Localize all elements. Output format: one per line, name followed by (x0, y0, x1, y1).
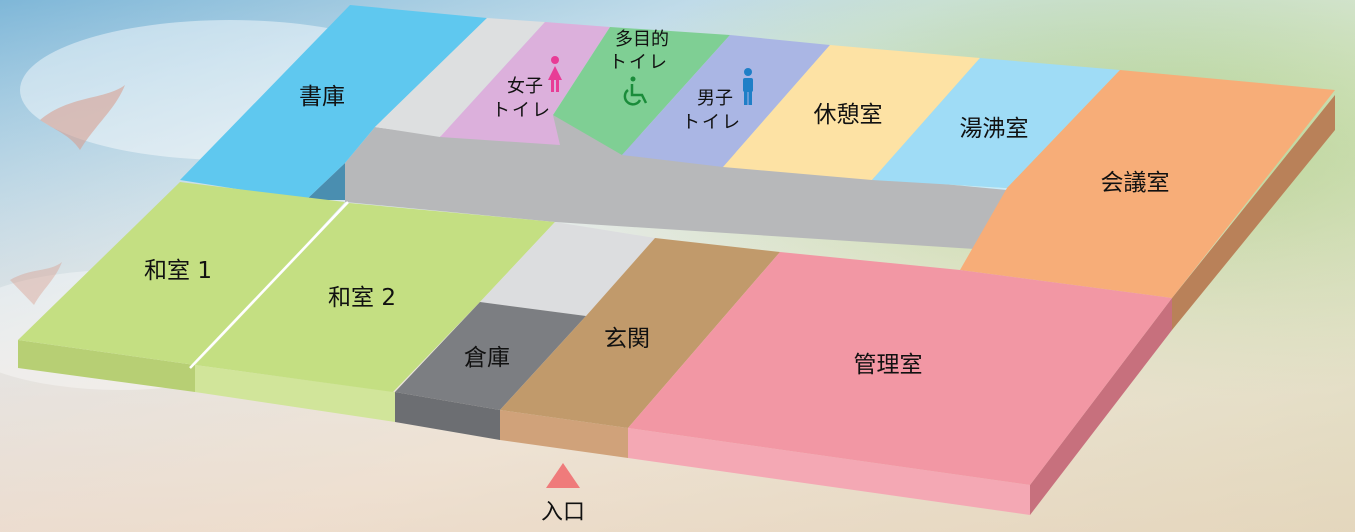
room-souko[interactable] (395, 302, 586, 410)
room-shoko[interactable] (180, 5, 487, 200)
corridor (345, 115, 1007, 250)
room-washitsu1[interactable] (18, 182, 345, 365)
room-genkan[interactable] (500, 238, 780, 428)
label-restroom-women-1: 女子 (507, 76, 543, 97)
corridor-top-gray (375, 18, 545, 137)
entrance-arrow-icon (546, 463, 580, 488)
room-washitsu2[interactable] (195, 203, 555, 392)
label-restroom-multi-1: 多目的 (615, 29, 669, 50)
label-shoko: 書庫 (299, 84, 345, 110)
label-washitsu1: 和室 1 (144, 258, 212, 284)
label-restroom-multi-2: トイレ (609, 52, 669, 73)
corridor-front-gray (480, 222, 655, 316)
label-restroom-women-2: トイレ (492, 100, 552, 121)
female-person-icon (548, 56, 562, 92)
label-yuwakashi: 湯沸室 (960, 116, 1029, 142)
label-entrance: 入口 (541, 500, 585, 525)
room-restroom-men[interactable] (622, 35, 830, 167)
label-kanri: 管理室 (854, 352, 923, 378)
male-person-icon (743, 68, 753, 105)
bird-silhouette (40, 85, 125, 150)
room-kyukei[interactable] (723, 45, 980, 180)
label-washitsu2: 和室 2 (328, 285, 396, 311)
label-kyukei: 休憩室 (814, 102, 883, 128)
room-restroom-women[interactable] (440, 22, 610, 145)
room-yuwakashi[interactable] (872, 58, 1120, 188)
label-souko: 倉庫 (464, 345, 510, 371)
room-restroom-multi[interactable] (553, 27, 730, 155)
wheelchair-icon (623, 76, 648, 106)
label-restroom-men-1: 男子 (697, 88, 733, 109)
label-genkan: 玄関 (604, 326, 650, 352)
room-kanri[interactable] (628, 252, 1172, 485)
label-kaigi: 会議室 (1101, 170, 1170, 196)
room-kaigi[interactable] (960, 70, 1335, 298)
label-restroom-men-2: トイレ (682, 112, 742, 133)
